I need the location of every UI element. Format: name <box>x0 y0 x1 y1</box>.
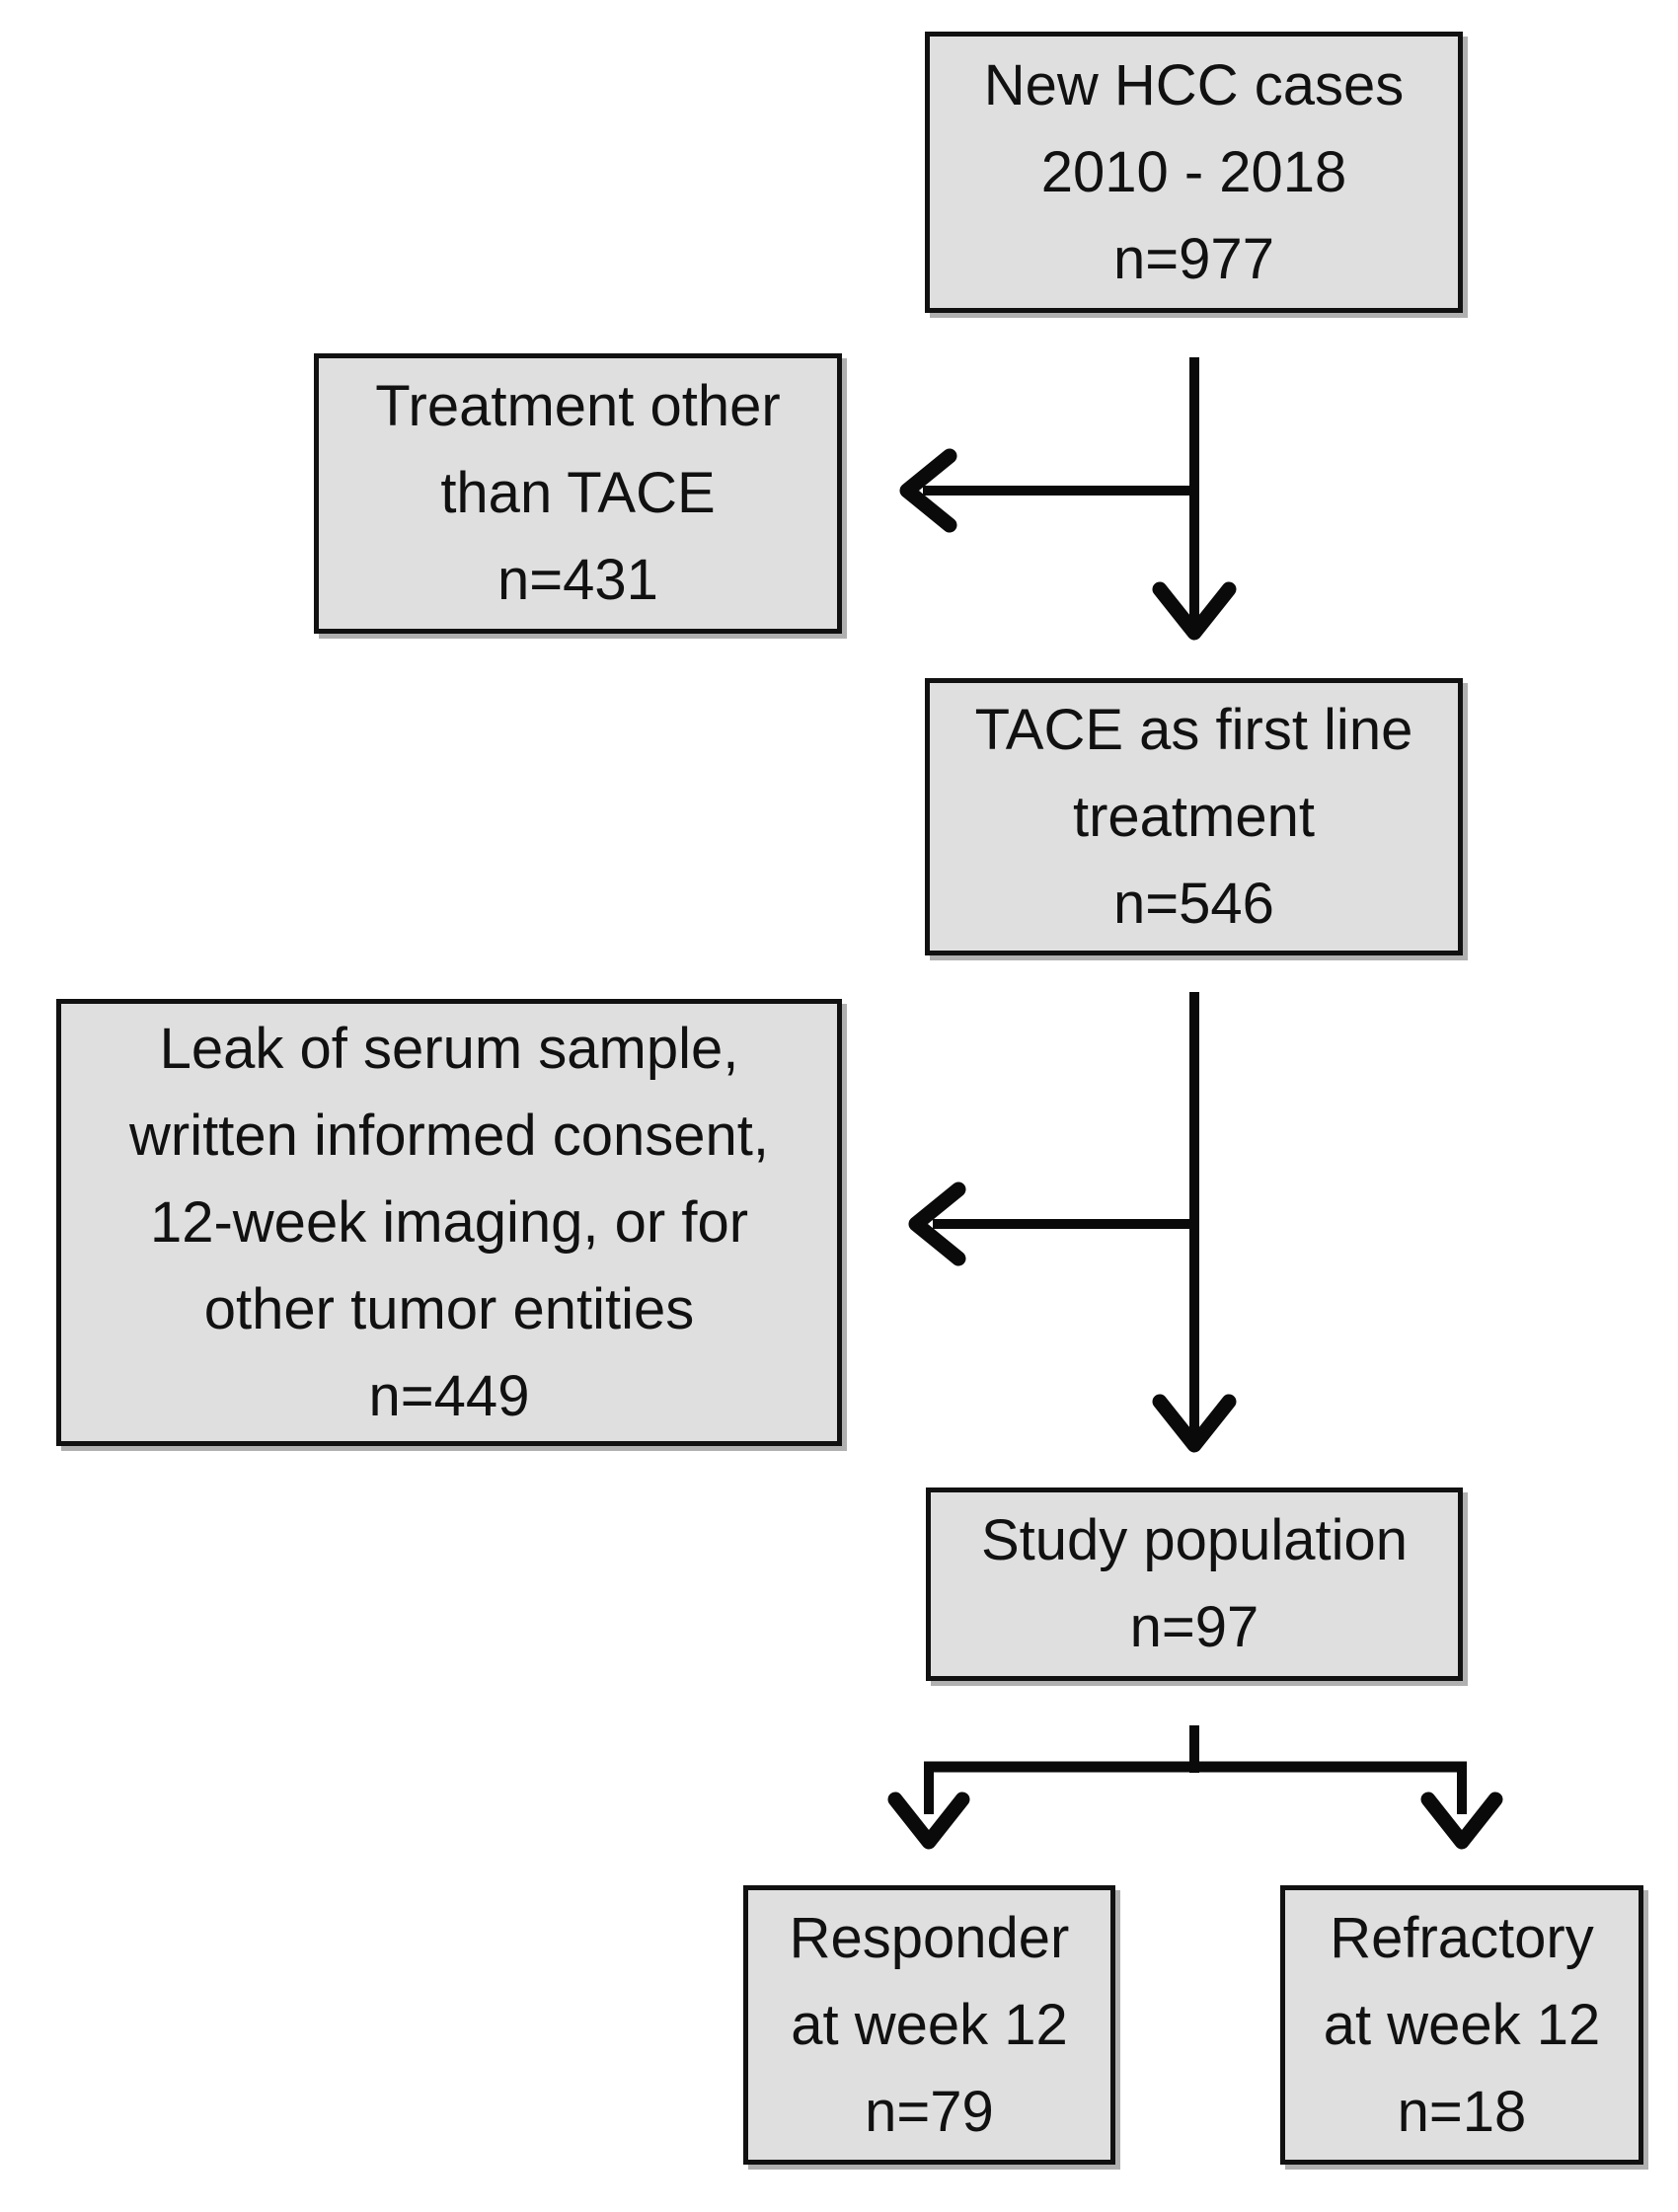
arrow-split-study <box>887 1725 1503 1850</box>
node-new-hcc-cases: New HCC cases 2010 - 2018 n=977 <box>925 32 1463 313</box>
node-excluded-missing-data: Leak of serum sample, written informed c… <box>56 999 842 1446</box>
node-study-population: Study population n=97 <box>926 1487 1463 1681</box>
arrow-tace-to-study <box>1152 992 1237 1453</box>
node-treatment-other-than-tace: Treatment other than TACE n=431 <box>314 353 842 634</box>
arrow-branch-to-excluded <box>908 1182 1199 1266</box>
arrow-branch-to-treatment-other <box>899 448 1199 533</box>
node-responder-week-12: Responder at week 12 n=79 <box>743 1885 1115 2165</box>
node-tace-first-line: TACE as first line treatment n=546 <box>925 678 1463 955</box>
node-refractory-week-12: Refractory at week 12 n=18 <box>1280 1885 1643 2165</box>
arrow-new-hcc-to-tace <box>1152 357 1237 641</box>
